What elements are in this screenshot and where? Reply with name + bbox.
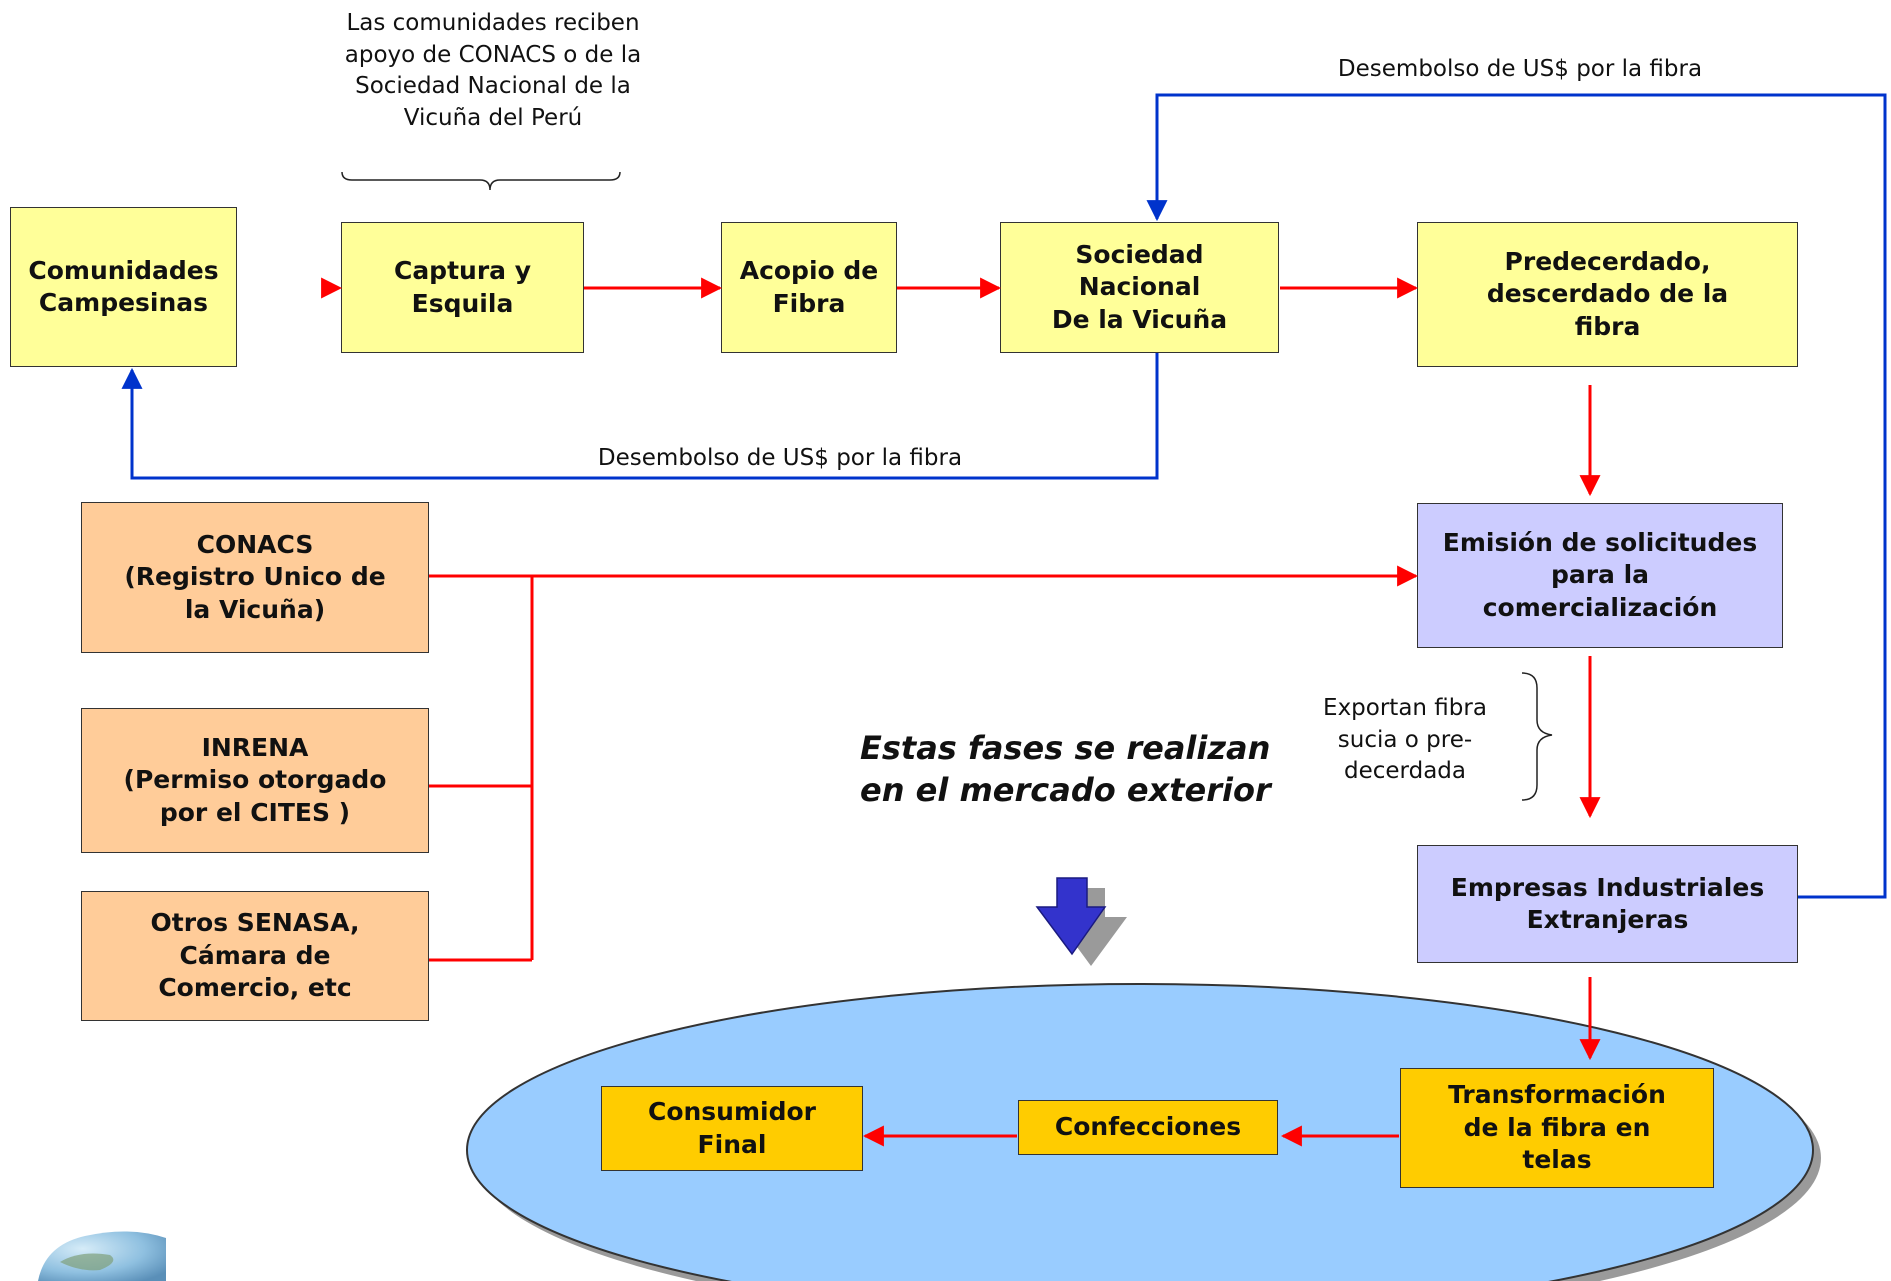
down-arrow-icon	[1035, 877, 1127, 966]
box-emision-solicitudes: Emisión de solicitudes para la comercial…	[1417, 503, 1783, 648]
arrow-payment-sociedad-comunidades	[121, 353, 1159, 480]
box-otros-label: Otros SENASA, Cámara de Comercio, etc	[150, 908, 360, 1003]
box-acopio-fibra: Acopio de Fibra	[721, 222, 897, 353]
box-sociedad-label: Sociedad Nacional De la Vicuña	[1051, 239, 1228, 334]
box-consumidor-label: Consumidor Final	[647, 1097, 817, 1159]
brace-apoyo	[341, 171, 621, 191]
note-desembolso-bottom: Desembolso de US$ por la fibra	[597, 445, 963, 471]
note-mercado-exterior: Estas fases se realizan en el mercado ex…	[860, 729, 1271, 809]
note-desembolso-top: Desembolso de US$ por la fibra	[1337, 56, 1703, 82]
box-captura-esquila: Captura y Esquila	[341, 222, 584, 353]
box-empresas-label: Empresas Industriales Extranjeras	[1450, 872, 1765, 935]
box-consumidor-final: Consumidor Final	[601, 1086, 863, 1171]
box-conacs: CONACS (Registro Unico de la Vicuña)	[81, 502, 429, 653]
box-predecerdado: Predecerdado, descerdado de la fibra	[1417, 222, 1798, 367]
box-conacs-label: CONACS (Registro Unico de la Vicuña)	[124, 529, 386, 624]
box-acopio-label: Acopio de Fibra	[739, 256, 879, 318]
box-inrena-label: INRENA (Permiso otorgado por el CITES )	[123, 732, 387, 827]
box-predecerdado-label: Predecerdado, descerdado de la fibra	[1486, 246, 1729, 341]
box-transformacion-label: Transformación de la fibra en telas	[1448, 1080, 1666, 1175]
box-emision-label: Emisión de solicitudes para la comercial…	[1442, 527, 1758, 622]
note-apoyo: Las comunidades reciben apoyo de CONACS …	[344, 10, 642, 132]
box-otros: Otros SENASA, Cámara de Comercio, etc	[81, 891, 429, 1021]
box-captura-label: Captura y Esquila	[393, 256, 532, 318]
box-sociedad-nacional: Sociedad Nacional De la Vicuña	[1000, 222, 1279, 353]
box-transformacion: Transformación de la fibra en telas	[1400, 1068, 1714, 1188]
box-empresas-industriales: Empresas Industriales Extranjeras	[1417, 845, 1798, 963]
note-exportan: Exportan fibra sucia o pre- decerdada	[1323, 695, 1487, 785]
box-inrena: INRENA (Permiso otorgado por el CITES )	[81, 708, 429, 853]
box-comunidades-label: Comunidades Campesinas	[28, 255, 219, 318]
brace-exportan	[1521, 672, 1553, 801]
box-confecciones-label: Confecciones	[1054, 1112, 1242, 1142]
box-comunidades-campesinas: Comunidades Campesinas	[10, 207, 237, 367]
box-confecciones: Confecciones	[1018, 1100, 1278, 1155]
arrow-payment-empresas-sociedad	[1146, 93, 1887, 899]
